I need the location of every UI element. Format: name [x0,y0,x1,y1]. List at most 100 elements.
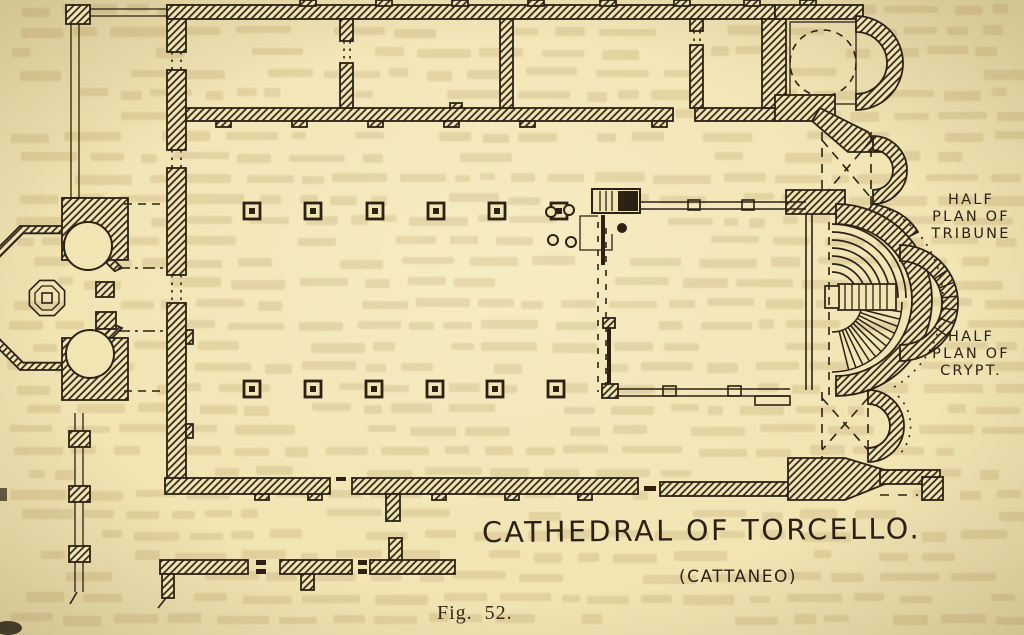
bleedthrough-word-blob [954,5,983,16]
bleedthrough-word-blob [409,217,469,226]
bleedthrough-word-blob [632,490,648,501]
northeast-chapel [774,4,920,246]
bleedthrough-word-blob [808,362,849,370]
bleedthrough-word-blob [297,238,336,246]
bleedthrough-word-blob [79,490,123,501]
bleedthrough-word-blob [354,131,384,140]
bleedthrough-word-blob [168,613,201,623]
bleedthrough-word-blob [206,91,224,101]
bleedthrough-word-blob [924,383,983,393]
bleedthrough-word-blob [327,489,362,499]
plan-attribution: (CATTANEO) [678,567,798,587]
bleedthrough-word-blob [961,529,1007,539]
annotation-line: HALF [947,192,995,208]
bleedthrough-word-blob [301,361,356,371]
altar-dot [617,223,627,233]
bleedthrough-word-blob [231,279,286,290]
bleedthrough-word-blob [711,46,730,56]
bleedthrough-word-blob [76,403,125,413]
bleedthrough-word-blob [184,424,218,432]
bleedthrough-word-blob [363,154,384,163]
bleedthrough-word-blob [301,553,319,561]
bleedthrough-word-blob [302,594,360,604]
bleedthrough-word-blob [131,69,168,77]
bleedthrough-word-blob [477,298,514,307]
bleedthrough-word-blob [894,112,930,121]
bleedthrough-word-blob [459,614,482,622]
bleedthrough-word-blob [854,592,884,601]
bleedthrough-word-blob [301,175,324,184]
bleedthrough-word-blob [483,133,509,144]
bleedthrough-word-blob [336,550,383,558]
bleedthrough-word-blob [150,174,172,184]
bleedthrough-word-blob [734,616,778,626]
bleedthrough-word-blob [401,362,433,371]
bleedthrough-word-blob [248,216,290,225]
bleedthrough-word-blob [497,384,518,394]
bleedthrough-word-blob [234,425,295,435]
bleedthrough-word-blob [525,447,556,456]
north-side-apse [872,135,908,205]
bleedthrough-word-blob [586,91,608,102]
bleedthrough-word-blob [827,426,874,436]
bleedthrough-word-blob [215,467,240,477]
bleedthrough-word-blob [945,341,989,349]
annotation-line: HALF [947,329,995,345]
bleedthrough-word-blob [996,384,1024,393]
atrium-walls [63,4,168,214]
bleedthrough-word-blob [29,469,45,478]
bleedthrough-word-blob [632,131,664,141]
bleedthrough-word-blob [133,340,182,349]
bleedthrough-word-blob [40,550,66,560]
bleedthrough-word-blob [84,509,114,519]
bleedthrough-word-blob [789,28,824,36]
bleedthrough-word-blob [185,382,202,391]
bleedthrough-word-blob [333,614,365,623]
bleedthrough-word-blob [11,133,49,144]
bleedthrough-word-blob [299,277,349,286]
bleedthrough-word-blob [367,469,412,480]
bleedthrough-word-blob [424,530,456,538]
bleedthrough-word-blob [443,321,473,330]
bleedthrough-word-blob [371,196,387,206]
bleedthrough-word-blob [511,172,536,182]
bleedthrough-word-blob [621,445,682,454]
annotation-half-plan-of-crypt: HALF PLAN OF CRYPT. [912,329,1024,380]
bleedthrough-word-blob [396,236,436,244]
bleedthrough-word-blob [708,405,724,416]
bleedthrough-word-blob [138,403,188,412]
figure-caption: Fig. 52. [437,602,513,624]
bleedthrough-word-blob [365,532,407,541]
bleedthrough-word-blob [546,174,584,183]
bleedthrough-word-blob [11,47,30,57]
annotation-line: PLAN OF [932,209,1010,225]
bleedthrough-word-blob [389,68,409,77]
bleedthrough-word-blob [172,510,195,519]
bleedthrough-word-blob [605,364,628,373]
bleedthrough-word-blob [755,361,799,370]
bleedthrough-word-blob [41,237,66,246]
bleedthrough-word-blob [795,405,836,414]
bleedthrough-word-blob [377,384,409,392]
bleedthrough-word-blob [350,70,380,78]
bleedthrough-word-blob [871,383,909,394]
bleedthrough-word-blob [55,469,75,480]
bleedthrough-word-blob [216,615,270,625]
bleedthrough-word-blob [674,551,727,561]
bleedthrough-word-blob [659,195,707,205]
bleedthrough-word-blob [65,572,113,582]
bleedthrough-word-blob [723,172,767,182]
bleedthrough-word-blob [56,321,85,330]
bleedthrough-word-blob [953,217,1013,225]
bleedthrough-word-blob [449,193,500,203]
bleedthrough-word-blob [243,595,293,604]
bleedthrough-word-blob [944,132,983,142]
north-range-pier-bumps [299,0,817,7]
bleedthrough-word-blob [813,550,831,558]
bleedthrough-word-blob [990,174,1021,182]
bleedthrough-word-blob [800,509,838,520]
bleedthrough-word-blob [420,574,445,582]
bleedthrough-word-blob [362,300,409,309]
bleedthrough-word-blob [80,88,109,96]
